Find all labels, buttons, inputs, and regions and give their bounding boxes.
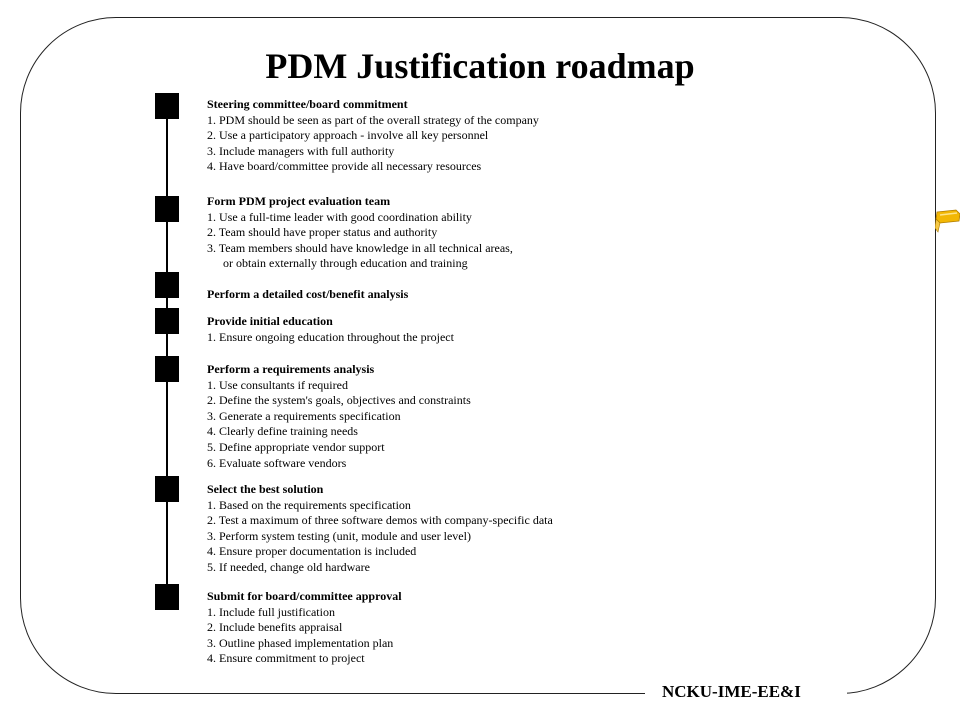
timeline-connector: [166, 222, 168, 272]
pencil-icon: [935, 209, 960, 233]
roadmap-step-board-approval: Submit for board/committee approval 1. I…: [207, 589, 647, 667]
step-marker-4: [155, 308, 179, 334]
roadmap-step-requirements-analysis: Perform a requirements analysis 1. Use c…: [207, 362, 647, 471]
footer-label: NCKU-IME-EE&I: [662, 682, 801, 701]
step-item: 4. Ensure proper documentation is includ…: [207, 544, 417, 559]
timeline-connector: [166, 334, 168, 356]
step-marker-5: [155, 356, 179, 382]
timeline-connector: [166, 298, 168, 308]
roadmap-step-steering-committee: Steering committee/board commitment 1. P…: [207, 97, 647, 175]
step-item: 2. Test a maximum of three software demo…: [207, 513, 553, 528]
roadmap-step-cost-benefit: Perform a detailed cost/benefit analysis: [207, 287, 647, 303]
roadmap-step-select-solution: Select the best solution 1. Based on the…: [207, 482, 647, 576]
step-item: 1. Based on the requirements specificati…: [207, 497, 411, 512]
step-item: 2. Use a participatory approach - involv…: [207, 128, 489, 143]
timeline-connector: [166, 382, 168, 476]
roadmap-step-initial-education: Provide initial education 1. Ensure ongo…: [207, 314, 647, 345]
step-item: 4. Ensure commitment to project: [207, 651, 365, 666]
step-item: 2. Define the system's goals, objectives…: [207, 393, 471, 408]
step-marker-1: [155, 93, 179, 119]
step-heading: Provide initial education: [207, 314, 333, 328]
step-item: 6. Evaluate software vendors: [207, 455, 347, 470]
step-item-continuation: or obtain externally through education a…: [223, 256, 468, 271]
frame-gap: [645, 689, 847, 701]
step-item: 1. Ensure ongoing education throughout t…: [207, 329, 454, 344]
step-item: 2. Include benefits appraisal: [207, 620, 343, 635]
step-heading: Form PDM project evaluation team: [207, 194, 391, 208]
step-heading: Perform a requirements analysis: [207, 362, 375, 376]
step-heading: Submit for board/committee approval: [207, 589, 402, 603]
step-heading: Steering committee/board commitment: [207, 97, 408, 111]
step-item: 5. If needed, change old hardware: [207, 559, 370, 574]
step-item: 2. Team should have proper status and au…: [207, 225, 438, 240]
step-item: 3. Outline phased implementation plan: [207, 635, 394, 650]
step-marker-2: [155, 196, 179, 222]
timeline-connector: [166, 502, 168, 584]
timeline-connector: [166, 118, 168, 196]
step-heading: Select the best solution: [207, 482, 324, 496]
step-item: 4. Have board/committee provide all nece…: [207, 159, 482, 174]
slide-title: PDM Justification roadmap: [265, 46, 695, 86]
step-heading: Perform a detailed cost/benefit analysis: [207, 287, 409, 301]
step-marker-6: [155, 476, 179, 502]
step-item: 3. Team members should have knowledge in…: [207, 240, 513, 255]
step-item: 4. Clearly define training needs: [207, 424, 358, 439]
step-item: 1. Include full justification: [207, 604, 335, 619]
roadmap-step-evaluation-team: Form PDM project evaluation team 1. Use …: [207, 194, 647, 272]
step-item: 3. Perform system testing (unit, module …: [207, 528, 471, 543]
step-item: 3. Include managers with full authority: [207, 143, 395, 158]
slide-frame: [20, 17, 936, 694]
step-item: 1. Use consultants if required: [207, 377, 348, 392]
step-item: 1. PDM should be seen as part of the ove…: [207, 112, 539, 127]
step-marker-3: [155, 272, 179, 298]
step-item: 5. Define appropriate vendor support: [207, 439, 385, 454]
step-marker-7: [155, 584, 179, 610]
step-item: 3. Generate a requirements specification: [207, 408, 401, 423]
step-item: 1. Use a full-time leader with good coor…: [207, 209, 472, 224]
